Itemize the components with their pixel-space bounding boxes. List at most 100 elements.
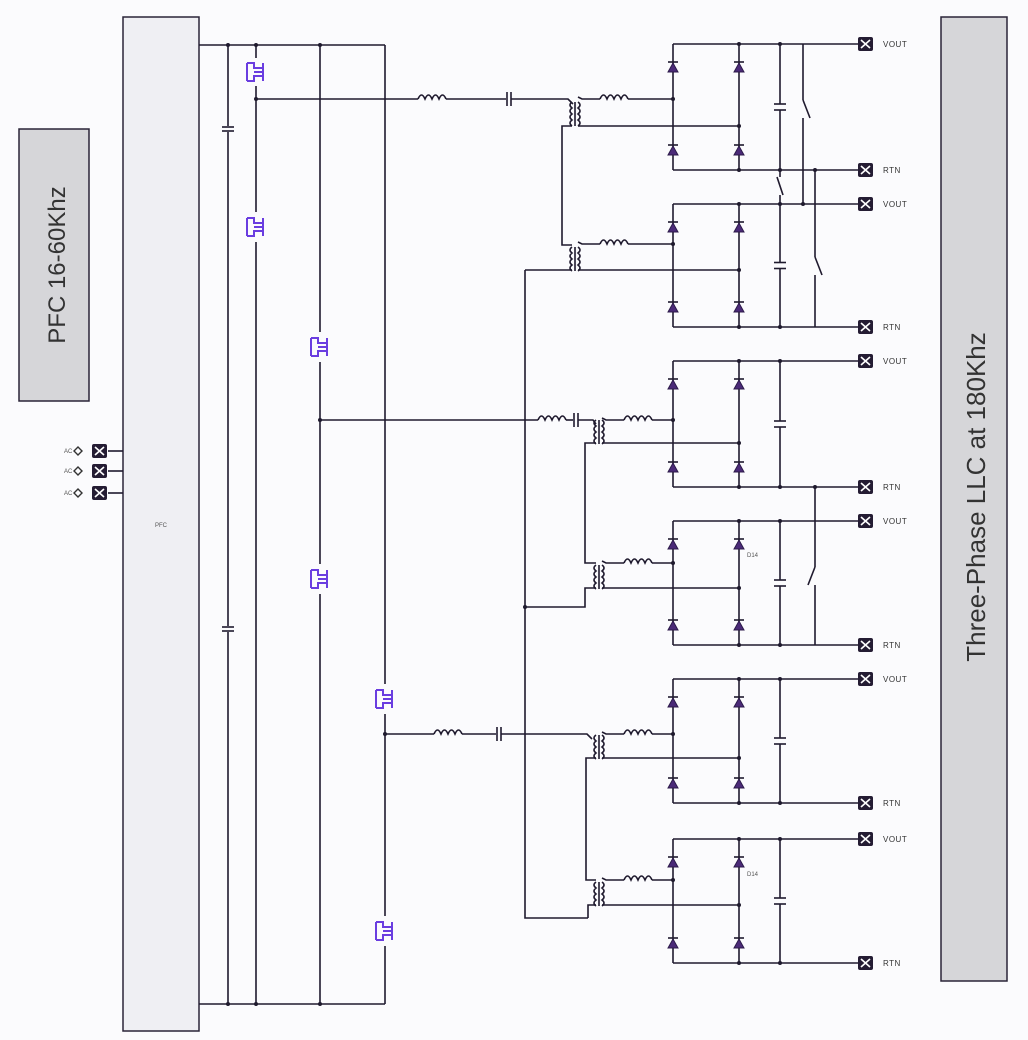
- mosfet-icon: [246, 217, 264, 237]
- diode-icon: [733, 378, 745, 390]
- transformers: [525, 101, 605, 918]
- rectifier-cell: [601, 519, 858, 647]
- ac-source-icon: [73, 446, 83, 456]
- output-inductor-icon: [623, 729, 653, 736]
- resonant-capacitor-icon: [496, 727, 502, 741]
- terminal-label: RTN: [883, 959, 901, 968]
- resonant-capacitor-icon: [573, 413, 579, 427]
- vout-terminal[interactable]: VOUT: [858, 514, 907, 528]
- switch-icon: [814, 256, 823, 276]
- resonant-tanks: [256, 92, 597, 919]
- pfc-block: PFC: [122, 16, 200, 1032]
- switch-icon: [802, 99, 811, 119]
- vout-terminal[interactable]: VOUT: [858, 832, 907, 846]
- diode-ref-label: D14: [747, 872, 759, 878]
- mosfet-icon: [375, 689, 393, 709]
- transformer-icon: [593, 564, 605, 590]
- output-switches: [776, 44, 823, 645]
- vout-terminal[interactable]: VOUT: [858, 354, 907, 368]
- diode-icon: [667, 301, 679, 313]
- diode-ref-label: D14: [747, 553, 759, 559]
- vout-terminal[interactable]: VOUT: [858, 37, 907, 51]
- mosfet-icon: [310, 337, 328, 357]
- rtn-terminal[interactable]: RTN: [858, 163, 901, 177]
- terminal-label: VOUT: [883, 40, 907, 49]
- rtn-terminal[interactable]: RTN: [858, 480, 901, 494]
- diode-icon: [733, 937, 745, 949]
- diode-icon: [733, 61, 745, 73]
- bulk-capacitor-icon: [222, 626, 234, 632]
- diode-icon: [667, 461, 679, 473]
- mosfets: [246, 62, 393, 941]
- rectifier-cell: [601, 677, 858, 805]
- pfc-block-label: PFC: [155, 523, 168, 529]
- ac-source-icon: [73, 466, 83, 476]
- mosfet-icon: [310, 569, 328, 589]
- ac-input-2[interactable]: AC: [64, 464, 123, 478]
- output-capacitor-icon: [774, 579, 786, 587]
- terminal-label: RTN: [883, 641, 901, 650]
- rectifier-cell: [577, 202, 858, 329]
- terminal-label: VOUT: [883, 835, 907, 844]
- rectifier-cell: [577, 42, 858, 172]
- resonant-capacitor-icon: [506, 92, 512, 106]
- terminal-label: RTN: [883, 166, 901, 175]
- ac-input-label: AC: [64, 491, 73, 497]
- diode-icon: [667, 144, 679, 156]
- rtn-terminal[interactable]: RTN: [858, 956, 901, 970]
- output-inductor-icon: [599, 94, 629, 101]
- llc-title: Three-Phase LLC at 180Khz: [961, 332, 991, 662]
- transformer-icon: [569, 101, 581, 127]
- diode-icon: [667, 61, 679, 73]
- llc-title-block: Three-Phase LLC at 180Khz: [940, 16, 1008, 982]
- ac-input-label: AC: [64, 469, 73, 475]
- rtn-terminal[interactable]: RTN: [858, 320, 901, 334]
- transformer-icon: [593, 881, 605, 907]
- diode-icon: [667, 856, 679, 868]
- diode-icon: [667, 777, 679, 789]
- diode-icon: [667, 378, 679, 390]
- diode-icon: [733, 301, 745, 313]
- ac-source-icon: [73, 488, 83, 498]
- output-inductor-icon: [623, 875, 653, 882]
- transformer-icon: [593, 734, 605, 760]
- vout-terminal[interactable]: VOUT: [858, 197, 907, 211]
- ac-input-label: AC: [64, 449, 73, 455]
- rtn-terminal[interactable]: RTN: [858, 638, 901, 652]
- rectifier-stages: [577, 42, 858, 965]
- output-capacitor-icon: [774, 737, 786, 745]
- pfc-title-block: PFC 16-60Khz: [18, 128, 90, 402]
- diode-icon: [733, 461, 745, 473]
- switch-icon: [776, 176, 784, 196]
- output-inductor-icon: [599, 239, 629, 246]
- resonant-inductor-icon: [417, 94, 447, 101]
- output-capacitor-icon: [774, 261, 786, 270]
- resonant-inductor-icon: [433, 729, 463, 736]
- diode-icon: [667, 538, 679, 550]
- terminal-label: RTN: [883, 799, 901, 808]
- diode-icon: [667, 619, 679, 631]
- output-capacitor-icon: [774, 897, 786, 905]
- rtn-terminal[interactable]: RTN: [858, 796, 901, 810]
- ac-input-1[interactable]: AC: [64, 444, 123, 458]
- terminal-label: VOUT: [883, 200, 907, 209]
- ac-input-3[interactable]: AC: [64, 486, 123, 500]
- transformer-icon: [593, 419, 605, 445]
- terminal-label: RTN: [883, 323, 901, 332]
- output-terminals: VOUT RTN VOUT RTN VOUT RTN VOUT RTN VOUT RTN VOUT R…: [858, 37, 907, 970]
- diode-icon: [733, 538, 745, 550]
- output-inductor-icon: [623, 415, 653, 422]
- terminal-label: RTN: [883, 483, 901, 492]
- ac-inputs: AC AC AC: [64, 444, 123, 500]
- rectifier-cell: [601, 837, 858, 965]
- diode-icon: [733, 221, 745, 233]
- diode-icon: [667, 221, 679, 233]
- pfc-title: PFC 16-60Khz: [44, 186, 71, 343]
- diode-icon: [667, 696, 679, 708]
- output-capacitor-icon: [774, 103, 786, 111]
- output-capacitor-icon: [774, 420, 786, 428]
- terminal-label: VOUT: [883, 675, 907, 684]
- vout-terminal[interactable]: VOUT: [858, 672, 907, 686]
- diode-icon: [667, 937, 679, 949]
